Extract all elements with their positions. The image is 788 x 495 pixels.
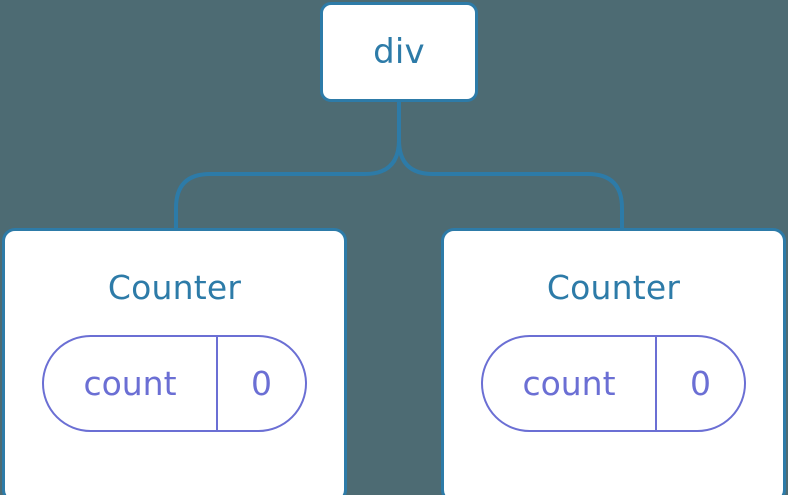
node-counter-right[interactable]: Counter count 0: [441, 228, 786, 495]
state-pill-right-key: count: [483, 337, 657, 430]
state-pill-left-value: 0: [218, 337, 305, 430]
state-pill-right-value: 0: [657, 337, 744, 430]
state-pill-left-value-text: 0: [251, 364, 272, 403]
state-pill-left-key-text: count: [83, 364, 177, 403]
node-div-label: div: [373, 32, 425, 72]
connector-path-left: [174, 101, 401, 230]
node-div[interactable]: div: [320, 2, 478, 102]
node-counter-left[interactable]: Counter count 0: [2, 228, 347, 495]
node-counter-left-label: Counter: [107, 268, 242, 307]
node-counter-right-label: Counter: [546, 268, 681, 307]
connector-path-right: [397, 101, 624, 230]
state-pill-left[interactable]: count 0: [42, 335, 307, 432]
state-pill-right-key-text: count: [522, 364, 616, 403]
state-pill-right[interactable]: count 0: [481, 335, 746, 432]
state-pill-left-key: count: [44, 337, 218, 430]
state-pill-right-value-text: 0: [690, 364, 711, 403]
